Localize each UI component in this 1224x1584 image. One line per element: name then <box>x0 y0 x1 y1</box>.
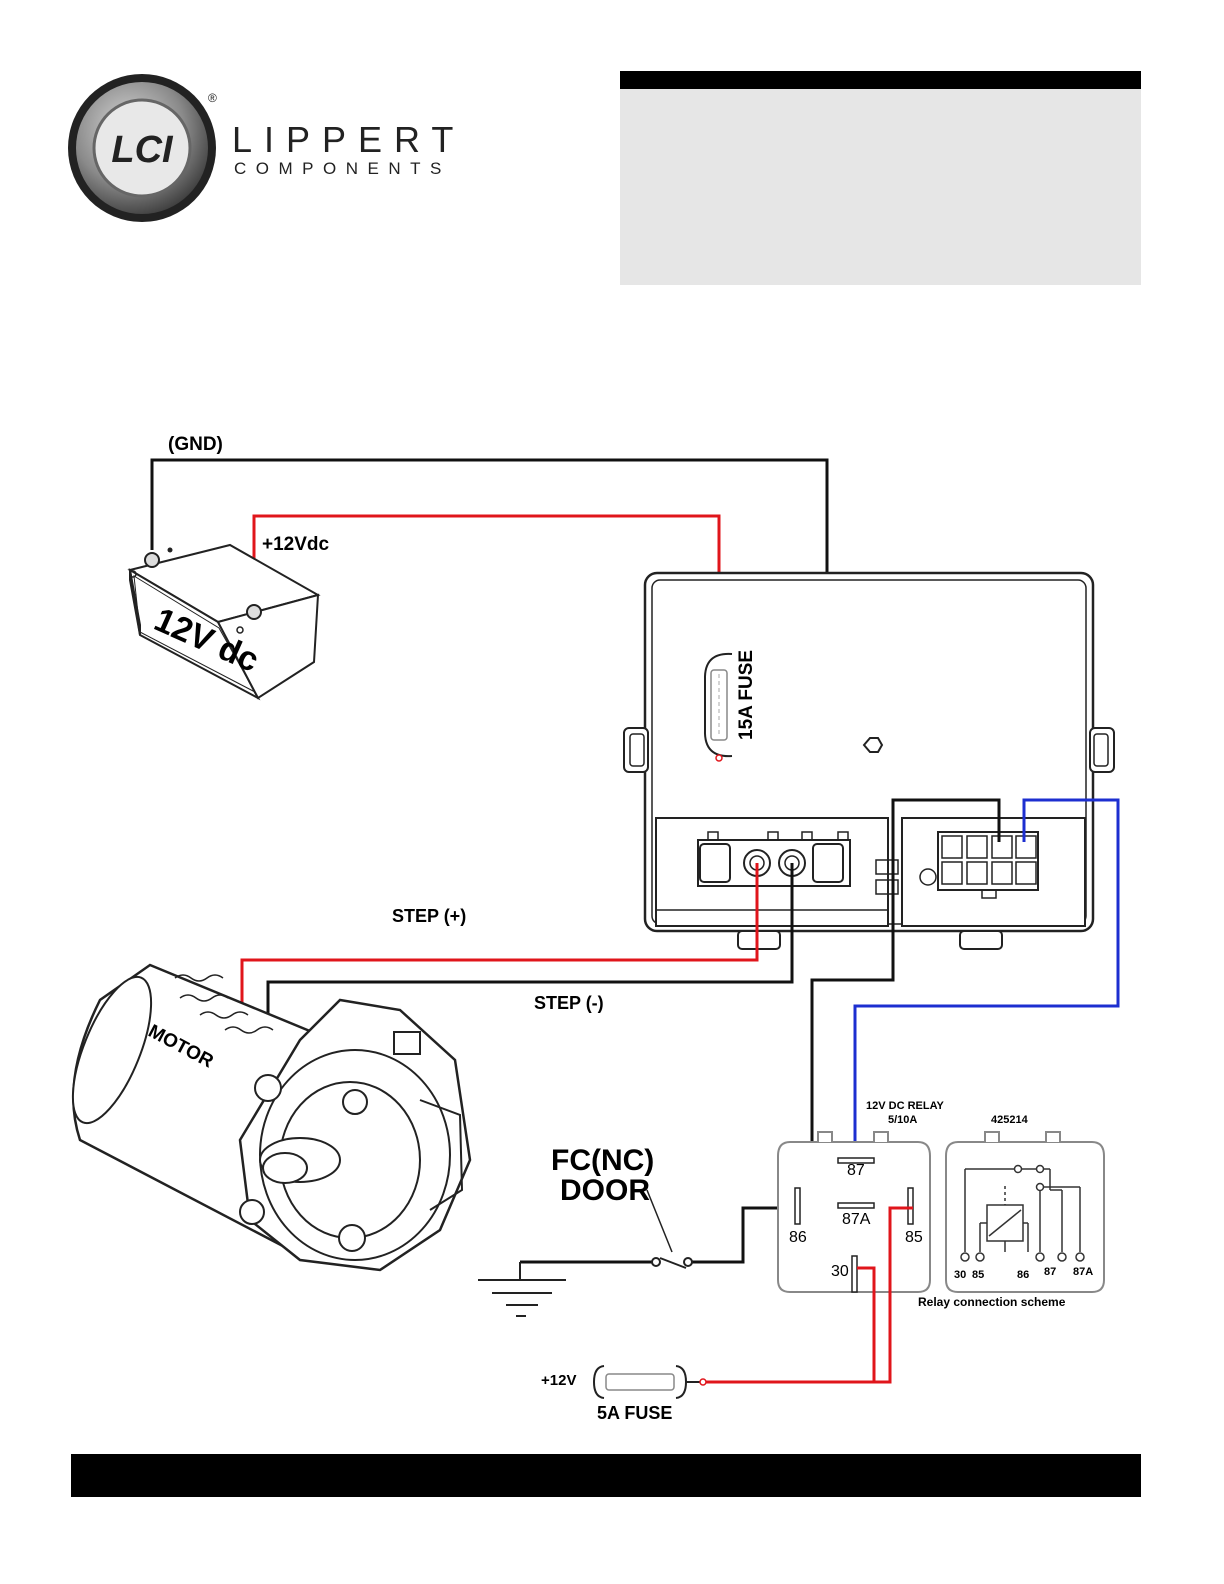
relay-pin-87a: 87A <box>842 1211 871 1228</box>
label-fuse-5a: 5A FUSE <box>597 1403 672 1423</box>
label-step-minus: STEP (-) <box>534 993 604 1013</box>
battery-terminal-positive <box>247 605 261 619</box>
logo-monogram: LCI <box>111 129 174 171</box>
door-switch <box>652 1258 692 1268</box>
footer-bar <box>71 1454 1141 1497</box>
relay-title-line1: 12V DC RELAY <box>866 1100 945 1112</box>
relay-pin-86: 86 <box>789 1229 807 1246</box>
fuse-5a <box>594 1366 706 1398</box>
door-pointer <box>647 1190 672 1252</box>
relay-pin-87: 87 <box>847 1162 865 1179</box>
door-label-line2: DOOR <box>560 1174 650 1207</box>
relay-part-number: 425214 <box>991 1114 1029 1126</box>
wiring-diagram: (GND) +12Vdc 12V dc <box>0 400 1224 1440</box>
battery-terminal-negative <box>145 553 159 567</box>
lippert-logo: LCI ® LIPPERT COMPONENTS <box>66 70 506 230</box>
label-step-plus: STEP (+) <box>392 906 466 926</box>
door-label-line1: FC(NC) <box>551 1144 654 1177</box>
scheme-pin-87a: 87A <box>1073 1266 1093 1278</box>
scheme-pin-86: 86 <box>1017 1269 1029 1281</box>
relay-scheme-caption: Relay connection scheme <box>918 1295 1066 1309</box>
scheme-pin-30: 30 <box>954 1269 966 1281</box>
relay-title-line2: 5/10A <box>888 1114 917 1126</box>
motor: MOTOR <box>57 965 470 1270</box>
ground-symbol <box>478 1262 566 1316</box>
label-plus12vdc: +12Vdc <box>262 534 330 555</box>
relay-pin-85: 85 <box>905 1229 923 1246</box>
logo-name-top: LIPPERT <box>232 119 465 160</box>
relay: 87 87A 86 85 30 <box>778 1132 930 1292</box>
relay-pin-30: 30 <box>831 1263 849 1280</box>
logo-registered: ® <box>208 91 217 105</box>
scheme-pin-87: 87 <box>1044 1266 1056 1278</box>
label-plus12v: +12V <box>541 1372 576 1389</box>
fuse-15a-label: 15A FUSE <box>736 650 757 740</box>
control-box <box>624 573 1114 949</box>
battery: 12V dc <box>130 545 318 698</box>
scheme-pin-85: 85 <box>972 1269 984 1281</box>
logo-name-bottom: COMPONENTS <box>234 159 451 178</box>
relay-scheme: 30 85 86 87 87A <box>946 1132 1104 1292</box>
label-gnd: (GND) <box>168 434 223 455</box>
header-bar <box>620 71 1141 89</box>
header-panel <box>620 89 1141 285</box>
